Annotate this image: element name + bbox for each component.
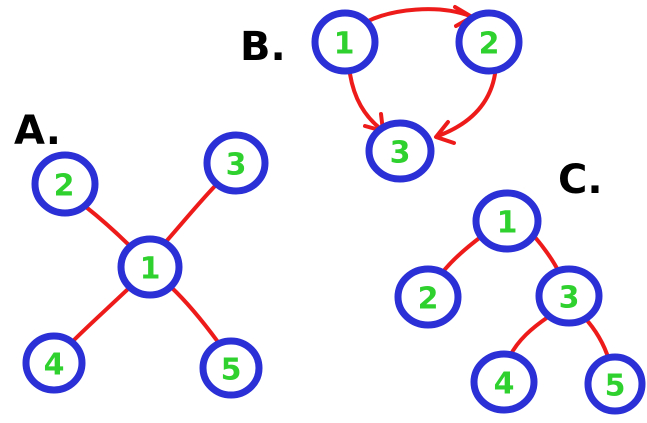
graph-b-edges <box>348 5 497 145</box>
graph-b-edge-1-3 <box>348 72 384 132</box>
graph-a-node-3-label: 3 <box>226 148 247 183</box>
graph-c-node-1: 1 <box>472 189 542 253</box>
graph-b-node-1: 1 <box>311 9 379 75</box>
graph-c-node-4: 4 <box>470 350 538 414</box>
graph-a-node-3: 3 <box>203 131 269 195</box>
graph-b-node-2-label: 2 <box>479 27 500 62</box>
graph-a-node-2-label: 2 <box>54 169 75 204</box>
graph-c-edge-3-5 <box>582 315 611 362</box>
graph-a: A. 2 3 1 4 5 <box>14 108 269 399</box>
graph-c-node-2-label: 2 <box>418 282 439 317</box>
graph-c-node-3: 3 <box>535 265 603 327</box>
graph-a-node-4-label: 4 <box>44 348 65 383</box>
graph-c-node-4-label: 4 <box>494 367 515 402</box>
graph-a-title: A. <box>14 108 61 154</box>
graph-b-title: B. <box>240 24 286 70</box>
graph-c-node-5: 5 <box>584 353 646 415</box>
graph-b: B. 1 2 3 <box>240 5 523 183</box>
graph-b-edge-2-3 <box>436 72 497 138</box>
graph-c-title: C. <box>558 157 603 203</box>
graph-b-node-3: 3 <box>365 119 435 183</box>
graph-a-node-4: 4 <box>22 332 86 394</box>
graph-c: C. 1 2 3 4 5 <box>394 157 646 415</box>
graph-b-node-3-label: 3 <box>390 136 411 171</box>
graph-a-node-1-label: 1 <box>140 252 161 287</box>
graph-a-edge-1-3 <box>161 184 217 247</box>
graph-c-node-5-label: 5 <box>605 369 626 404</box>
graph-c-node-3-label: 3 <box>559 281 580 316</box>
graph-b-node-2: 2 <box>455 9 523 75</box>
graph-c-edge-3-4 <box>508 315 550 358</box>
graph-a-node-5-label: 5 <box>221 353 242 388</box>
graph-a-edge-1-4 <box>70 288 129 344</box>
graph-c-edge-1-2 <box>440 234 484 275</box>
graph-c-node-1-label: 1 <box>497 206 518 241</box>
graph-a-node-1: 1 <box>117 235 183 299</box>
graph-b-node-1-label: 1 <box>334 27 355 62</box>
graph-a-edge-1-5 <box>169 285 220 344</box>
graph-a-node-2: 2 <box>31 151 99 217</box>
graph-c-node-2: 2 <box>394 265 462 329</box>
graph-b-arrowhead-2-3 <box>434 120 456 145</box>
graph-b-edge-1-2 <box>364 7 472 24</box>
graph-a-node-5: 5 <box>199 337 263 399</box>
